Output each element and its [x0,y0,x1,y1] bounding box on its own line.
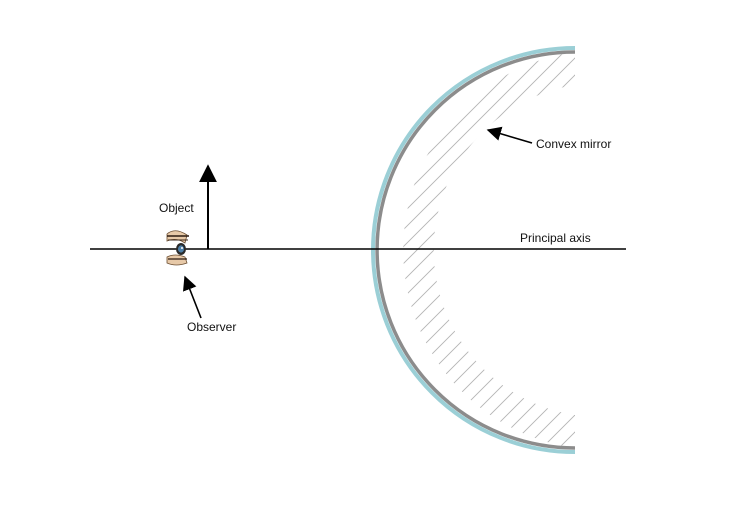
hatch-line [403,52,566,448]
hatch-line [421,52,575,448]
observer-pointer-arrow [183,275,202,319]
eye-icon [166,230,189,266]
hatch-line [506,52,575,448]
hatch-line [404,52,575,448]
hatch-line [403,52,575,448]
object-label: Object [159,201,194,215]
convex-mirror-label: Convex mirror [536,137,611,151]
hatch-line [540,52,575,448]
hatch-line [592,0,750,500]
hatch-line [403,52,575,448]
hatch-line [403,52,575,448]
hatch-line [403,52,575,448]
hatch-line [403,52,575,448]
hatch-line [609,0,750,500]
hatch-line [403,52,575,448]
hatch-line [403,52,532,448]
hatch-line [403,52,575,448]
hatch-line [626,0,750,500]
hatch-line [472,52,575,448]
hatch-line [643,0,750,500]
hatch-line [403,52,575,448]
hatch-line [403,52,575,448]
hatch-line [574,52,575,448]
hatch-line [403,52,575,448]
mirror-pointer-arrow [486,126,533,144]
hatch-line [403,52,575,448]
hatch-line [557,52,575,448]
principal-axis-label: Principal axis [520,231,591,245]
hatch-line [403,52,481,448]
hatch-line [489,52,575,448]
hatch-line [403,52,575,448]
hatch-line [660,0,750,500]
hatch-line [403,52,575,448]
hatch-line [403,52,575,448]
hatch-line [403,52,575,448]
hatch-line [438,52,575,448]
hatch-line [455,52,575,448]
hatch-line [403,52,575,448]
hatch-line [677,0,750,500]
hatch-line [403,52,515,448]
observer-label: Observer [187,320,236,334]
mirror-back-edge [375,50,576,450]
hatch-line [403,52,575,448]
hatch-line [403,52,575,448]
hatch-line [403,52,498,448]
convex-mirror-surface [371,46,576,454]
